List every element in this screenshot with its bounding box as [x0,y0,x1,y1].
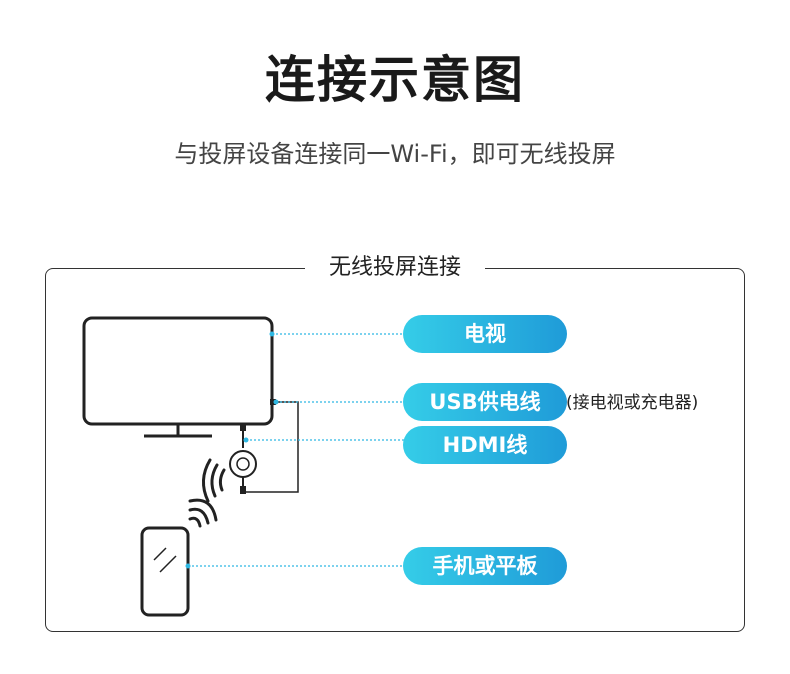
leader-dots [185,331,279,569]
tv-label-pill: 电视 [403,315,567,353]
usb-cable [246,399,299,493]
usb-note: (接电视或充电器) [566,393,699,413]
tv-icon [82,316,274,438]
hdmi-label-pill: HDMI线 [403,426,567,464]
hdmi-dongle-icon [229,424,257,494]
wifi-signal-icon [202,458,226,503]
phone-icon [140,526,190,617]
phone-label-pill: 手机或平板 [403,547,567,585]
wifi-signal-icon [188,498,218,528]
panel-title: 无线投屏连接 [305,251,485,285]
leader-lines [188,333,404,567]
page-subtitle: 与投屏设备连接同一Wi-Fi，即可无线投屏 [174,140,616,168]
page-title: 连接示意图 [265,51,525,109]
usb-label-pill: USB供电线 [403,383,567,421]
